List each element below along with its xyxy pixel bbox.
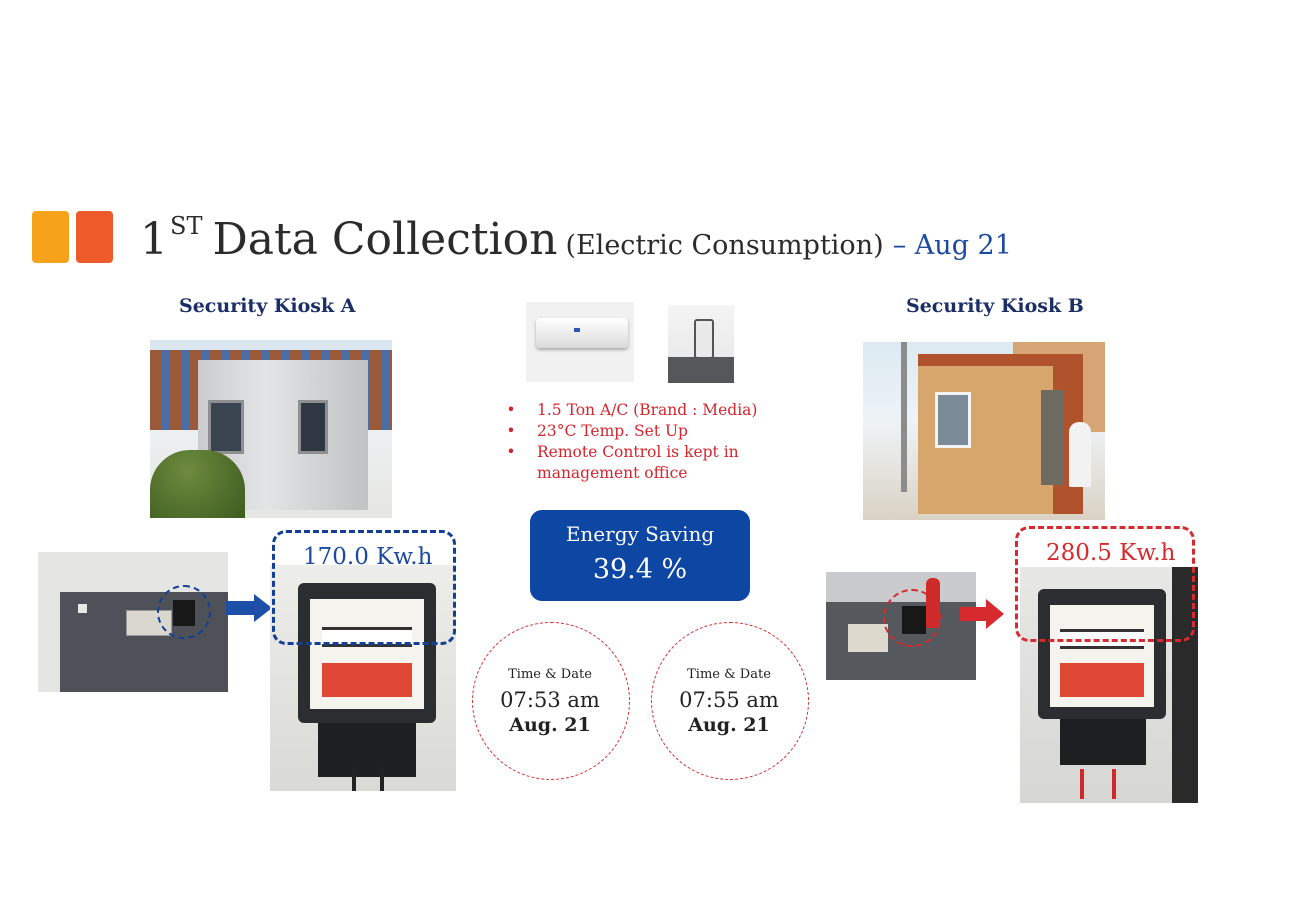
remote-control-photo xyxy=(668,305,734,383)
header-square-orange xyxy=(32,211,69,263)
kiosk-a-reading-box xyxy=(272,530,456,645)
time-circle-a xyxy=(472,622,630,780)
kiosk-b-label: Security Kiosk B xyxy=(906,295,1084,317)
kiosk-b-reading-box xyxy=(1015,526,1195,642)
bullet-icon: • xyxy=(506,443,516,461)
title-main: Data Collection xyxy=(212,214,558,265)
kiosk-b-reading: 280.5 Kw.h xyxy=(1046,540,1176,566)
time-info-a: Time & Date 07:53 am Aug. 21 xyxy=(470,667,630,736)
title-superscript: ST xyxy=(170,212,203,240)
title-date: – Aug 21 xyxy=(892,230,1012,261)
time-info-b: Time & Date 07:55 am Aug. 21 xyxy=(649,667,809,736)
time-value: 07:55 am xyxy=(679,688,779,712)
time-label: Time & Date xyxy=(687,667,771,682)
header-square-red xyxy=(76,211,113,263)
bullet-icon: • xyxy=(506,401,516,419)
meter-highlight-circle-b xyxy=(883,589,941,647)
air-conditioner-photo xyxy=(526,302,634,382)
date-value: Aug. 21 xyxy=(509,714,591,736)
title-subtitle: (Electric Consumption) xyxy=(565,230,884,261)
spec-item: •Remote Control is kept in management of… xyxy=(506,443,739,482)
kiosk-a-label: Security Kiosk A xyxy=(179,295,356,317)
kiosk-a-photo xyxy=(150,340,392,518)
arrow-right-icon xyxy=(960,599,1004,629)
date-value: Aug. 21 xyxy=(688,714,770,736)
kiosk-b-meter-photo xyxy=(1020,567,1198,803)
time-circle-b xyxy=(651,622,809,780)
meter-highlight-circle-a xyxy=(157,585,211,639)
slide-title: 1ST Data Collection(Electric Consumption)… xyxy=(140,212,1012,265)
time-value: 07:53 am xyxy=(500,688,600,712)
kiosk-b-photo xyxy=(863,342,1105,520)
arrow-right-icon xyxy=(226,594,272,622)
energy-saving-label: Energy Saving xyxy=(565,522,715,546)
bullet-icon: • xyxy=(506,422,516,440)
spec-item: •1.5 Ton A/C (Brand : Media) xyxy=(506,401,758,419)
time-label: Time & Date xyxy=(508,667,592,682)
energy-saving-value: 39.4 % xyxy=(592,554,688,585)
ac-spec-list: •1.5 Ton A/C (Brand : Media) •23°C Temp.… xyxy=(505,400,775,484)
spec-item: •23°C Temp. Set Up xyxy=(506,422,688,440)
energy-saving-box: Energy Saving 39.4 % xyxy=(530,510,750,601)
kiosk-a-reading: 170.0 Kw.h xyxy=(303,544,433,570)
title-number: 1 xyxy=(140,214,168,265)
